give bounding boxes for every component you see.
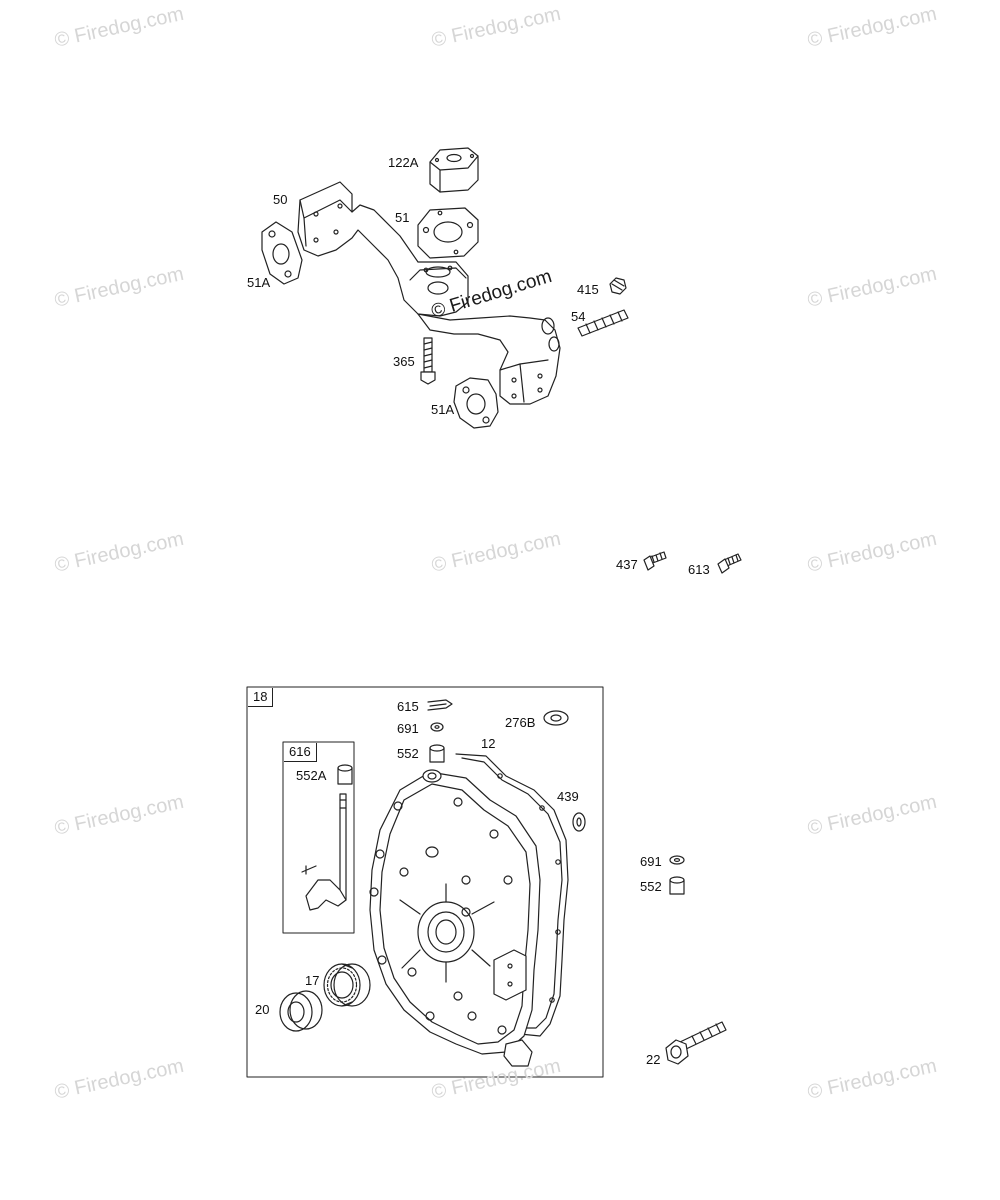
part-label-50: 50: [273, 192, 288, 207]
spacer-block-part: [429, 147, 479, 193]
kit-box-616-label: 616: [284, 743, 317, 762]
crankcase-cover-part: [369, 769, 541, 1067]
bushing-outside-part: [669, 876, 685, 895]
kit-box-616: [282, 741, 355, 934]
washer-439-part: [572, 812, 586, 832]
part-label-613: 613: [688, 562, 710, 577]
gasket-left-part: [261, 221, 303, 285]
part-label-439: 439: [557, 789, 579, 804]
bolt-613-part: [717, 553, 742, 574]
oil-seal-part: [279, 990, 323, 1032]
part-label-51A-bottom: 51A: [431, 402, 455, 417]
stud-part: [577, 309, 629, 337]
screw-part: [420, 337, 436, 385]
kit-box-18-label: 18: [248, 688, 274, 707]
part-label-22: 22: [646, 1052, 661, 1067]
ball-bearing-part: [323, 963, 371, 1007]
part-label-122A: 122A: [388, 155, 419, 170]
part-label-276B: 276B: [505, 715, 536, 730]
part-label-552-outer: 552: [640, 879, 662, 894]
part-label-20: 20: [255, 1002, 270, 1017]
intake-manifold-part: [297, 181, 561, 405]
part-label-415: 415: [577, 282, 599, 297]
seal-part: [543, 710, 569, 726]
part-label-552A: 552A: [296, 768, 327, 783]
part-label-12: 12: [481, 736, 496, 751]
part-label-51A-top: 51A: [247, 275, 271, 290]
part-label-17: 17: [305, 973, 320, 988]
part-label-54: 54: [571, 309, 586, 324]
part-label-51: 51: [395, 210, 410, 225]
governor-shaft-part: [301, 764, 353, 911]
bushing-part: [429, 744, 445, 763]
washer-outside-part: [669, 855, 685, 865]
bolt-437-part: [643, 551, 667, 571]
part-label-552-inner: 552: [397, 746, 419, 761]
gasket-part: [417, 207, 479, 259]
bolt-22-part: [665, 1021, 727, 1065]
part-label-437: 437: [616, 557, 638, 572]
nut-part: [609, 277, 627, 295]
kit-box-18: [246, 686, 604, 1078]
gasket-right-part: [453, 377, 499, 429]
crankcase-gasket-part: [455, 753, 569, 1037]
clip-part: [427, 699, 453, 711]
part-label-365: 365: [393, 354, 415, 369]
part-label-691-inner: 691: [397, 721, 419, 736]
washer-part: [430, 722, 444, 732]
part-label-615: 615: [397, 699, 419, 714]
part-label-691-outer: 691: [640, 854, 662, 869]
